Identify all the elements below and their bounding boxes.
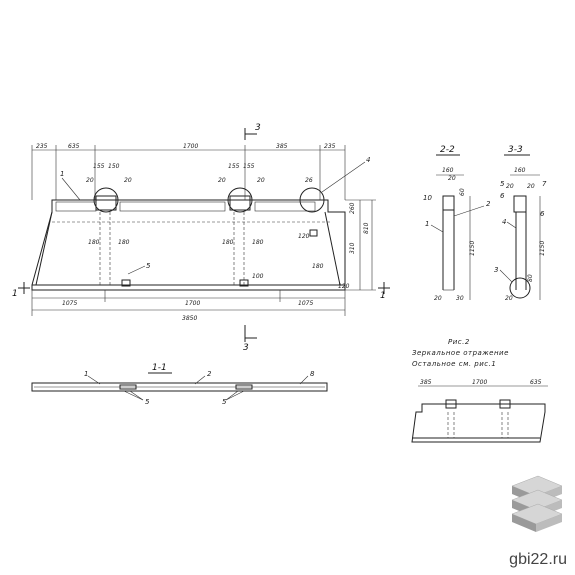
dim-gap-8: 20 (257, 177, 265, 184)
dim-small-2: 100 (252, 273, 264, 280)
dim-small-3: 180 (312, 263, 324, 270)
fig2-dim-1: 385 (420, 379, 432, 386)
dim-right-2: 310 (349, 242, 356, 254)
dim-top-3: 1700 (183, 143, 198, 150)
sec33-dim-3: 20 (506, 183, 514, 190)
dim-right-3: 810 (363, 222, 370, 234)
sec33-leader-7: 7 (542, 180, 547, 188)
section-3-3: 3-3 160 20 20 1150 20 80 5 6 7 6 4 3 (494, 145, 547, 302)
sec33-leader-6a: 6 (500, 192, 505, 200)
panel-outline (31, 199, 346, 291)
dim-small-1: 120 (298, 233, 310, 240)
leader-5: 5 (146, 262, 151, 270)
fig2-dim-3: 635 (530, 379, 542, 386)
leader-4: 4 (366, 156, 370, 164)
section-1-1-title: 1-1 (152, 363, 167, 373)
dim-gap-4: 20 (124, 177, 132, 184)
section-2-2: 2-2 160 60 20 1150 20 30 10 1 2 (423, 145, 491, 302)
dim-top-2: 635 (68, 143, 80, 150)
cut-mark-1-left: 1 (12, 289, 18, 299)
sec22-dim-2: 60 (459, 188, 466, 196)
sec11-leader-8: 8 (310, 370, 315, 378)
dim-small-4: 120 (338, 283, 350, 290)
section-2-2-title: 2-2 (440, 145, 455, 155)
fig2-outline (411, 403, 546, 443)
watermark-text: gbi22.ru (509, 551, 567, 568)
dim-gap-2: 150 (108, 163, 120, 170)
dim-gap-7: 20 (218, 177, 226, 184)
sec33-leader-3: 3 (494, 266, 498, 274)
dim-gap-6: 155 (243, 163, 255, 170)
leader-26: 26 (305, 177, 313, 184)
section-3-3-title: 3-3 (508, 145, 523, 155)
sec33-dim-2: 20 (527, 183, 535, 190)
fig2-caption-2: Зеркальное отражение (412, 349, 509, 357)
sec33-dim-4: 1150 (539, 241, 546, 256)
cut-mark-3-bottom: 3 (243, 343, 249, 353)
dim-top-5: 235 (324, 143, 336, 150)
sec22-dim-6: 30 (456, 295, 464, 302)
sec33-dim-1: 160 (514, 167, 526, 174)
cut-mark-3-top: 3 (255, 123, 261, 133)
logo-icon (511, 475, 563, 532)
leader-1: 1 (60, 170, 64, 178)
dim-gap-5: 155 (228, 163, 240, 170)
dim-inner-1: 180 (88, 239, 100, 246)
cut-mark-1-right: 1 (380, 291, 386, 301)
dim-inner-3: 180 (222, 239, 234, 246)
sec33-leader-6b: 6 (540, 210, 545, 218)
sec11-leader-1: 1 (84, 370, 88, 378)
dim-bottom-1: 1075 (62, 300, 77, 307)
dim-gap-1: 155 (93, 163, 105, 170)
sec22-leader-1: 1 (425, 220, 429, 228)
sec22-dim-4: 1150 (469, 241, 476, 256)
dim-bottom-2: 1700 (185, 300, 200, 307)
dim-inner-4: 180 (252, 239, 264, 246)
dim-gap-3: 20 (86, 177, 94, 184)
sec11-leader-5b: 5 (222, 398, 227, 406)
sec33-dim-6: 80 (527, 274, 534, 282)
dim-top-4: 385 (276, 143, 288, 150)
sec33-leader-4: 4 (502, 218, 506, 226)
sec11-leader-5a: 5 (145, 398, 150, 406)
section-1-1: 1-1 1 2 8 5 5 (31, 363, 328, 406)
main-view: 235 635 1700 385 235 3 (12, 123, 390, 353)
sec22-leader-10: 10 (423, 194, 432, 202)
sec22-dim-1: 160 (442, 167, 454, 174)
figure-2: Рис.2 Зеркальное отражение Остальное см.… (411, 338, 548, 443)
sec33-leader-5: 5 (500, 180, 505, 188)
sec22-dim-3: 20 (448, 175, 456, 182)
dim-right-1: 260 (349, 202, 356, 214)
dim-top-1: 235 (36, 143, 48, 150)
fig2-caption-1: Рис.2 (448, 338, 470, 346)
sec33-dim-5: 20 (505, 295, 513, 302)
dim-total: 3850 (182, 315, 197, 322)
sec11-leader-2: 2 (207, 370, 212, 378)
fig2-dim-2: 1700 (472, 379, 487, 386)
fig2-caption-3: Остальное см. рис.1 (412, 360, 496, 368)
dim-bottom-3: 1075 (298, 300, 313, 307)
dim-inner-2: 180 (118, 239, 130, 246)
sec22-leader-2: 2 (486, 200, 491, 208)
sec22-dim-5: 20 (434, 295, 442, 302)
